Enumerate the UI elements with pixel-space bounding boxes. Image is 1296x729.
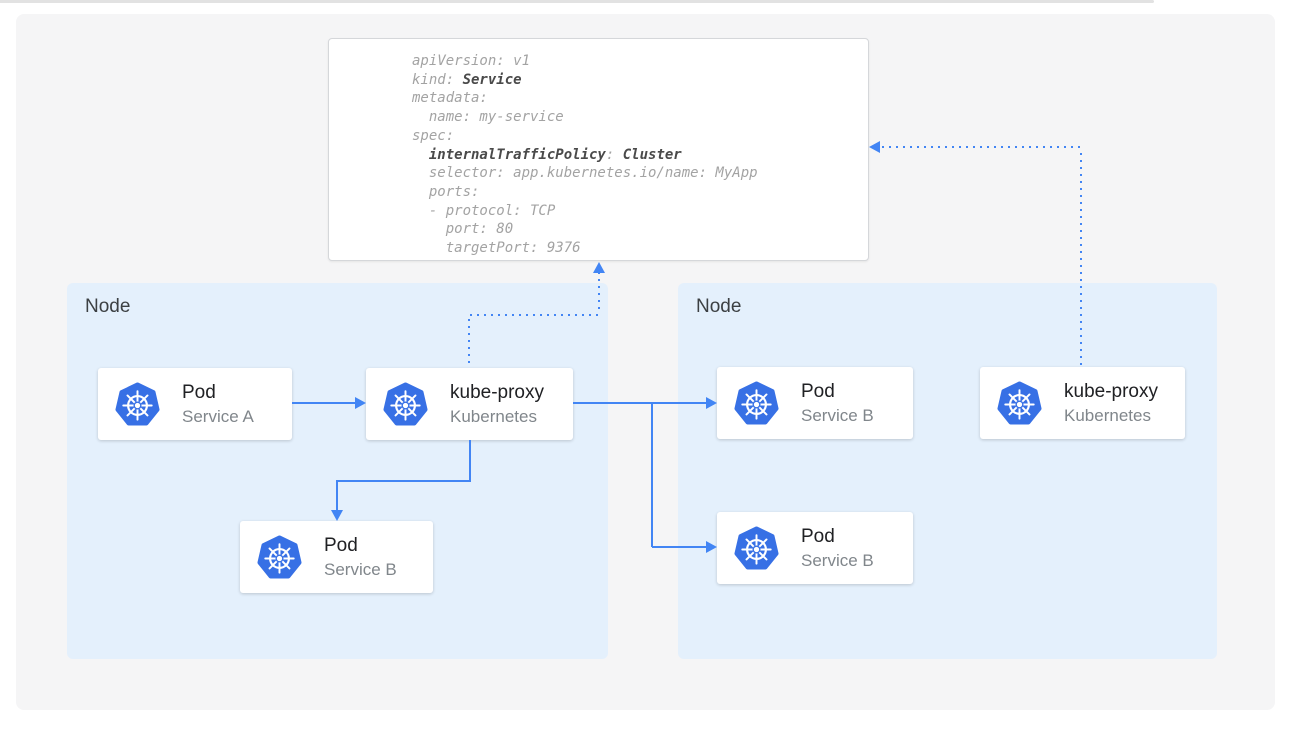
card-title: Pod — [182, 381, 216, 403]
card-pod-service-a: Pod Service A — [98, 368, 292, 440]
arrow-kube-proxy-to-pod-b-right-top — [573, 402, 707, 404]
node-label: Node — [696, 296, 742, 317]
kubernetes-icon — [382, 381, 429, 428]
yaml-code: apiVersion: v1 kind: Service metadata: nam… — [412, 52, 868, 258]
dotted-right-kube-proxy-up-segment — [1080, 153, 1082, 365]
code-line: internalTrafficPolicy: Cluster — [428, 146, 682, 163]
code-line: spec: — [412, 127, 455, 144]
arrowhead-left-icon — [869, 141, 880, 153]
kubernetes-icon — [733, 525, 780, 572]
code-line: - protocol: TCP — [412, 202, 556, 219]
arrow-kube-proxy-down-segment — [469, 440, 471, 482]
card-kube-proxy-left: kube-proxy Kubernetes — [366, 368, 573, 440]
code-line: port: 80 — [412, 221, 514, 238]
card-pod-service-b-right-top: Pod Service B — [717, 367, 913, 439]
card-title: kube-proxy — [450, 381, 544, 403]
card-subtitle: Service A — [182, 406, 254, 426]
card-title: Pod — [324, 534, 358, 556]
arrow-kube-proxy-left-segment — [336, 480, 471, 482]
card-pod-service-b-left: Pod Service B — [240, 521, 433, 593]
card-pod-service-b-right-bottom: Pod Service B — [717, 512, 913, 584]
card-title: Pod — [801, 525, 835, 547]
card-subtitle: Kubernetes — [1064, 405, 1151, 425]
code-line: metadata: — [412, 90, 488, 107]
card-subtitle: Service B — [801, 550, 874, 570]
arrow-to-pod-b-right-bottom — [652, 546, 707, 548]
kubernetes-icon — [733, 380, 780, 427]
arrow-branch-down-segment — [651, 402, 653, 547]
card-kube-proxy-right: kube-proxy Kubernetes — [980, 367, 1185, 439]
dotted-kube-proxy-up-segment — [468, 319, 470, 366]
kubernetes-icon — [114, 381, 161, 428]
code-line: kind: Service — [412, 71, 522, 88]
card-subtitle: Service B — [801, 405, 874, 425]
kubernetes-icon — [996, 380, 1043, 427]
arrow-to-pod-b-left-segment — [336, 480, 338, 511]
code-line: targetPort: 9376 — [412, 240, 581, 257]
code-line: name: my-service — [412, 109, 564, 126]
card-subtitle: Service B — [324, 559, 397, 579]
node-label: Node — [85, 296, 131, 317]
arrowhead-down-icon — [331, 510, 343, 521]
arrowhead-up-icon — [593, 262, 605, 273]
top-border-line — [0, 0, 1154, 3]
kubernetes-icon — [256, 534, 303, 581]
arrow-pod-a-to-kube-proxy — [292, 402, 356, 404]
card-subtitle: Kubernetes — [450, 406, 537, 426]
code-line: apiVersion: v1 — [412, 53, 531, 69]
arrowhead-right-icon — [355, 397, 366, 409]
node-box-left: Node — [67, 283, 608, 659]
arrowhead-right-icon — [706, 541, 717, 553]
dotted-horizontal-segment-left — [470, 314, 600, 316]
service-yaml-card: apiVersion: v1 kind: Service metadata: nam… — [328, 38, 869, 261]
code-line: ports: — [412, 183, 480, 200]
card-title: Pod — [801, 380, 835, 402]
dotted-up-to-yaml-segment — [598, 272, 600, 314]
dotted-horizontal-segment-right — [882, 146, 1082, 148]
card-title: kube-proxy — [1064, 380, 1158, 402]
node-box-right: Node — [678, 283, 1217, 659]
arrowhead-right-icon — [706, 397, 717, 409]
code-line: selector: app.kubernetes.io/name: MyApp — [412, 165, 758, 182]
